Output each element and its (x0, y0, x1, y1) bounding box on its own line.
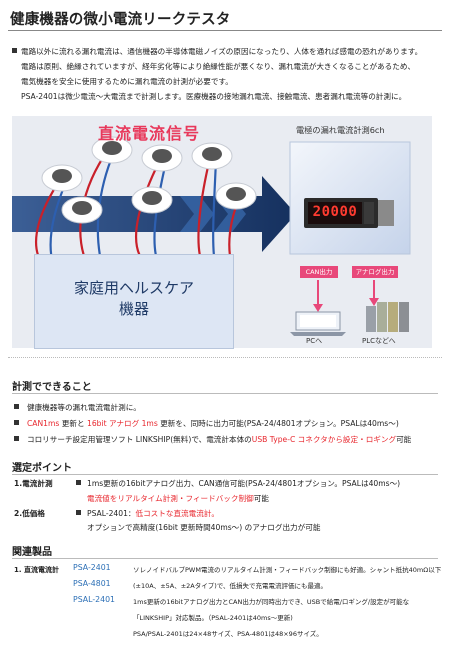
intro-block: 電路以外に流れる漏れ電流は、通信機器の半導体電磁ノイズの原因になったり、人体を通… (12, 44, 442, 104)
home-device-box (34, 254, 234, 349)
analog-output-badge: アナログ出力 (352, 266, 398, 278)
bullet-square-icon (76, 480, 81, 485)
bullet-square-icon (14, 404, 19, 409)
intro-line: 電路は原則、絶縁されていますが、経年劣化等により絶縁性能が悪くなり、漏れ電流が大… (21, 62, 416, 71)
electrode-pad-icon (191, 142, 233, 170)
page-title: 健康機器の微小電流リークテスタ (10, 12, 231, 28)
home-device-label: 家庭用ヘルスケア 機器 (73, 279, 194, 318)
electrode-pad-icon (215, 182, 257, 210)
signal-arrow-chevron (180, 196, 214, 232)
dc-signal-label: 直流電流信号 (98, 124, 201, 143)
product-link-psal-2401[interactable]: PSAL-2401 (73, 595, 115, 604)
related-desc-line: PSA/PSAL-2401は24×48サイズ、PSA-4801は48×96サイズ… (133, 630, 323, 638)
pc-label: PCへ (306, 337, 323, 345)
plc-icon (366, 302, 409, 332)
can-output-arrowhead (313, 304, 323, 312)
electrode-measure-label: 電極の漏れ電流計測6ch (296, 125, 385, 135)
point-subtext-current: 電流値をリアルタイム計測・フィードバック制御可能 (87, 494, 269, 503)
title-divider (8, 30, 442, 31)
lead-wire-red (134, 159, 161, 257)
lead-wire-red (197, 157, 212, 257)
bullet-square-icon (14, 420, 19, 425)
related-product-category: 1. 直流電流計 (14, 566, 59, 574)
meter-display-digits: 20000 (312, 204, 358, 220)
electrode-pad-icon (61, 196, 103, 224)
electrode-pad-icon (141, 144, 183, 172)
lead-wire-blue (153, 161, 168, 257)
point-text-current: 1ms更新の16bitアナログ出力、CAN通信可能(PSA-24/4801オプシ… (76, 478, 400, 489)
related-desc-line: 「LINKSHIP」対応製品。（PSAL-2401は40ms～更新) (133, 614, 293, 622)
heading-rule (12, 393, 438, 394)
measure-bullet: 健康機器等の漏れ電流電計測に。 (14, 402, 141, 413)
heading-rule (12, 558, 438, 559)
bullet-square-icon (76, 510, 81, 515)
analog-output-arrowhead (369, 298, 379, 306)
bullet-square-icon (12, 48, 17, 53)
electrode-pad-icon (41, 164, 83, 192)
point-text-price: PSAL-2401：低コストな直流電流計。 (76, 508, 219, 519)
measure-bullet: コロリサーチ設定用管理ソフト LINKSHIP(無料)で、電流計本体のUSB T… (14, 434, 411, 445)
points-heading: 選定ポイント (12, 463, 72, 474)
intro-line: 電気機器を安全に使用するために漏れ電流の計測が必要です。 (21, 77, 233, 86)
point-subtext-price: オプションで高精度(16bit 更新時間40ms～) のアナログ出力が可能 (87, 523, 321, 532)
can-output-badge: CAN出力 (300, 266, 338, 278)
heading-rule (12, 474, 438, 475)
bullet-square-icon (14, 436, 19, 441)
measure-heading: 計測でできること (12, 382, 92, 393)
related-heading: 関連製品 (12, 547, 52, 558)
measure-bullet: CAN1ms 更新と 16bit アナログ 1ms 更新を、同時に出力可能(PS… (14, 418, 399, 429)
point-label-current: 1.電流計測 (14, 479, 53, 488)
related-desc-line: ソレノイドバルブPWM電流のリアルタイム計測・フィードバック制御にも好適。シャン… (133, 566, 442, 574)
related-desc-line: 1ms更新の16bitアナログ出力とCAN出力が同時出力でき、USBで給電/ロギ… (133, 598, 410, 606)
intro-line: PSA-2401は微少電流～大電流まで計測します。医療機器の接地漏れ電流、接触電… (21, 92, 407, 101)
lead-wire-blue (49, 181, 68, 261)
electrode-pad-icon (131, 186, 173, 214)
signal-arrow (12, 176, 296, 252)
electrode-pad-icon (91, 136, 133, 164)
intro-line: 電路以外に流れる漏れ電流は、通信機器の半導体電磁ノイズの原因になったり、人体を通… (12, 44, 442, 59)
panel-meter-icon (304, 198, 394, 228)
point-label-price: 2.低価格 (14, 509, 45, 518)
product-link-psa-2401[interactable]: PSA-2401 (73, 563, 111, 572)
plc-label: PLCなどへ (362, 337, 396, 345)
section-divider (8, 357, 442, 358)
related-desc-line: (±10A、±5A、±2Aタイプ)で、低損失で充電電流評価にも最適。 (133, 582, 328, 590)
lead-wire-blue (212, 159, 218, 257)
product-link-psa-4801[interactable]: PSA-4801 (73, 579, 111, 588)
pc-icon (290, 311, 346, 336)
